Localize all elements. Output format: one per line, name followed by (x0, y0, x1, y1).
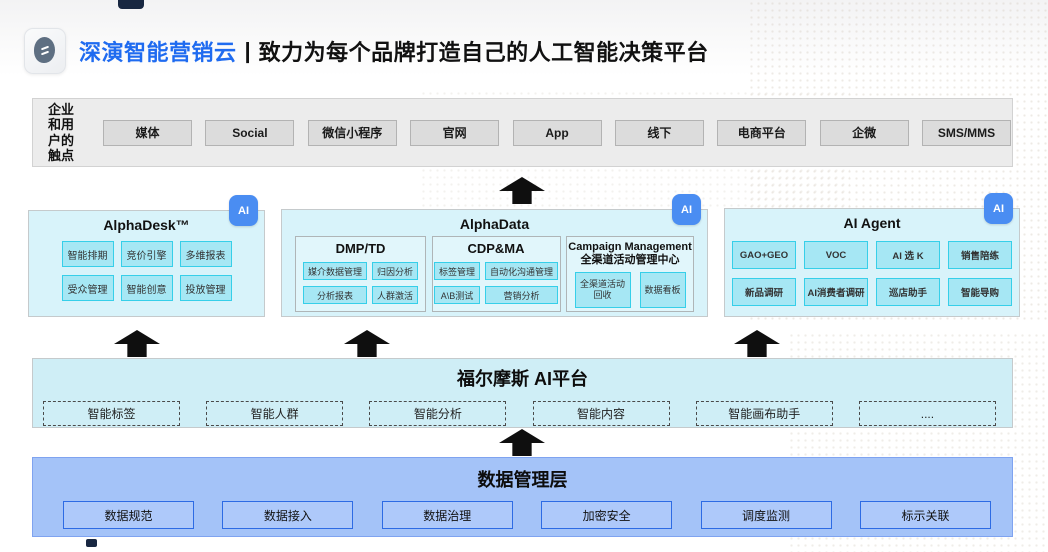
holmes-capabilities: 智能标签 智能人群智能分析智能内容智能画布助手.... (33, 401, 1012, 426)
touchpoint-box: 电商平台 (717, 119, 807, 146)
alphadata-groups: DMP/TD 媒介数据管理归因分析分析报表人群激活 CDP&MA 标签管理自动化… (282, 236, 707, 312)
data-module-box: 标示关联 (859, 501, 991, 529)
dmp-td-modules: 媒介数据管理归因分析分析报表人群激活 (296, 262, 425, 304)
agent-chip: AI 选 K (876, 241, 940, 269)
data-module-box: 数据治理 (381, 501, 513, 529)
capability-box: 智能分析 (369, 401, 507, 426)
header: 深演智能营销云 | 致力为每个品牌打造自己的人工智能决策平台 (24, 28, 709, 74)
ai-agent-title: AI Agent (843, 215, 901, 231)
agent-chip: AI消费者调研 (804, 278, 868, 306)
capability-box: 智能标签 (43, 401, 180, 426)
module-chip: 受众管理 (61, 275, 114, 301)
alphadata-panel: AI AlphaData DMP/TD 媒介数据管理归因分析分析报表人群激活 C… (281, 194, 708, 317)
module-chip: 归因分析 (372, 262, 419, 280)
ai-agent-panel: AI AI Agent GAO+GEO VOC AI 选 K 销售陪练新品调研 AI消费… (724, 193, 1020, 317)
holmes-ai-platform-band: 福尔摩斯 AI平台 智能标签 智能人群智能分析智能内容智能画布助手.... (32, 358, 1013, 428)
data-management-modules: 数据规范数据接入数据治理加密安全调度监测标示关联 (33, 501, 1012, 529)
campaign-title: Campaign Management 全渠道活动管理中心 (567, 241, 693, 267)
touchpoint-box: App (512, 119, 602, 146)
cdp-ma-title: CDP&MA (467, 241, 525, 256)
agent-chip: GAO+GEO (732, 241, 796, 269)
agent-chip: 智能导购 (948, 278, 1012, 306)
top-gradient-decor (0, 0, 1048, 95)
data-management-title: 数据管理层 (477, 470, 568, 490)
cdp-ma-modules: 标签管理自动化沟通管理 A\B测试营销分析 (433, 262, 560, 304)
data-module-box: 加密安全 (541, 501, 673, 529)
touchpoints-band: 企业和用户的触点 媒体 Social 微信小程序官网 App 线下电商平台企微 SMS/M… (32, 98, 1013, 167)
touchpoints-label: 企业和用户的触点 (48, 102, 84, 164)
ai-agent-modules: GAO+GEO VOC AI 选 K 销售陪练新品调研 AI消费者调研巡店助手智能导购 (725, 241, 1019, 306)
capability-box: 智能画布助手 (695, 401, 833, 426)
campaign-modules: 全渠道活动回收数据看板 (567, 272, 693, 308)
module-chip: 媒介数据管理 (302, 262, 367, 280)
touchpoints-label-line: 户的 (48, 132, 75, 148)
data-module-box: 数据规范 (63, 501, 194, 529)
agent-chip: 新品调研 (732, 278, 796, 306)
campaign-title-en: Campaign Management (568, 241, 692, 253)
campaign-management-group: Campaign Management 全渠道活动管理中心 全渠道活动回收数据看… (566, 236, 694, 312)
alphadesk-panel: AI AlphaDesk™ 智能排期竞价引擎多维报表受众管理智能创意投放管理 (28, 195, 265, 317)
touchpoint-box: 线下 (614, 119, 704, 146)
alphadesk-title: AlphaDesk™ (103, 217, 190, 233)
touchpoints-list: 媒体 Social 微信小程序官网 App 线下电商平台企微 SMS/MMS (103, 119, 1011, 146)
up-arrow (344, 330, 390, 357)
touchpoint-box: 媒体 (103, 119, 192, 146)
module-chip: 投放管理 (179, 275, 232, 301)
module-chip: 数据看板 (639, 272, 686, 308)
cdp-ma-group: CDP&MA 标签管理自动化沟通管理 A\B测试营销分析 (431, 236, 561, 312)
up-arrow (734, 330, 780, 357)
alphadesk-modules: 智能排期竞价引擎多维报表受众管理智能创意投放管理 (29, 241, 264, 301)
agent-chip: 销售陪练 (948, 241, 1012, 269)
brand-logo-icon (24, 28, 66, 74)
touchpoints-label-line: 和用 (48, 117, 75, 132)
module-chip: 营销分析 (485, 286, 559, 304)
touchpoints-label-line: 企业 (48, 101, 75, 117)
up-arrow (499, 429, 545, 456)
touchpoint-box: 官网 (410, 119, 500, 146)
data-module-box: 数据接入 (222, 501, 354, 529)
dmp-td-group: DMP/TD 媒介数据管理归因分析分析报表人群激活 (295, 236, 426, 312)
title-separator: | (244, 38, 251, 63)
ai-badge: AI (229, 195, 258, 226)
tagline: 致力为每个品牌打造自己的人工智能决策平台 (258, 40, 709, 65)
data-management-band: 数据管理层 数据规范数据接入数据治理加密安全调度监测标示关联 (32, 457, 1013, 537)
capability-box: 智能人群 (206, 401, 344, 426)
module-chip: 标签管理 (433, 262, 480, 280)
touchpoint-box: 微信小程序 (307, 119, 397, 146)
touchpoint-box: Social (205, 119, 295, 146)
alphadata-title: AlphaData (459, 216, 530, 232)
module-chip: 智能创意 (120, 275, 173, 301)
agent-chip: 巡店助手 (876, 278, 940, 306)
capability-box: .... (858, 401, 996, 426)
module-chip: 自动化沟通管理 (485, 262, 559, 280)
module-chip: 分析报表 (302, 286, 367, 304)
touchpoint-box: SMS/MMS (922, 119, 1011, 146)
capability-box: 智能内容 (532, 401, 670, 426)
map-fragment-decor (118, 0, 144, 9)
campaign-title-cn: 全渠道活动管理中心 (580, 254, 680, 266)
agent-chip: VOC (804, 241, 868, 269)
brand-name: 深演智能营销云 (79, 40, 237, 65)
ai-badge: AI (672, 194, 701, 225)
speech-bubble-icon (34, 37, 55, 63)
module-chip: 全渠道活动回收 (574, 272, 631, 308)
map-fragment-decor (86, 539, 97, 547)
data-module-box: 调度监测 (700, 501, 832, 529)
ai-badge: AI (984, 193, 1013, 224)
up-arrow (114, 330, 160, 357)
module-chip: 多维报表 (179, 241, 232, 267)
module-chip: 智能排期 (61, 241, 114, 267)
module-chip: 竞价引擎 (120, 241, 173, 267)
module-chip: 人群激活 (372, 286, 419, 304)
holmes-title: 福尔摩斯 AI平台 (456, 369, 588, 389)
touchpoints-label-line: 触点 (48, 148, 75, 163)
module-chip: A\B测试 (433, 286, 480, 304)
touchpoint-box: 企微 (819, 119, 909, 146)
dmp-td-title: DMP/TD (335, 241, 386, 256)
